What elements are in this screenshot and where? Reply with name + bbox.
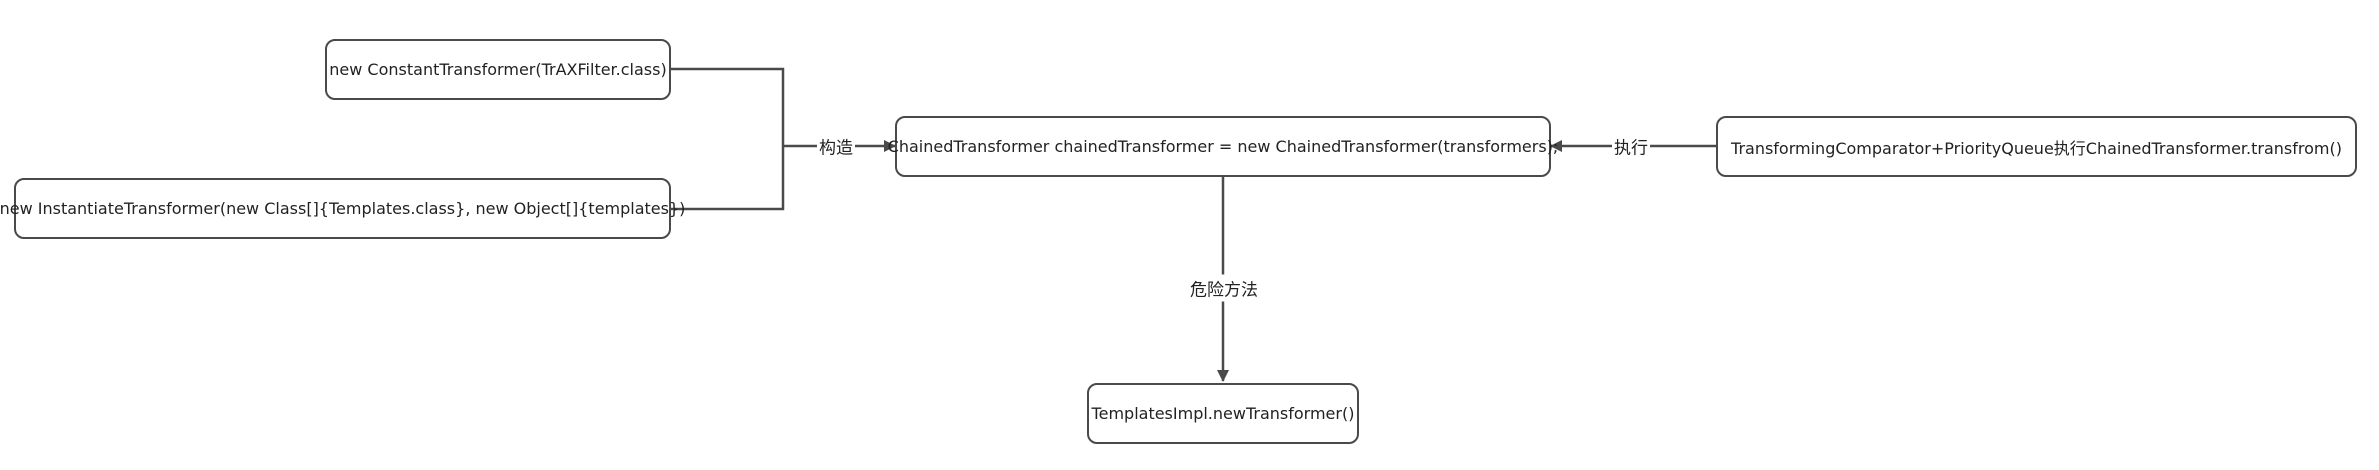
construct-label: 构造: [817, 132, 855, 160]
execute-label: 执行: [1612, 132, 1650, 160]
danger-method-label: 危险方法: [1188, 274, 1260, 302]
chained-transformer-node: ChainedTransformer chainedTransformer = …: [888, 116, 1558, 177]
transforming-comparator-node: TransformingComparator+PriorityQueue执行Ch…: [1716, 116, 2357, 177]
constant-transformer-node: new ConstantTransformer(TrAXFilter.class…: [325, 39, 671, 100]
templates-impl-node: TemplatesImpl.newTransformer(): [1087, 383, 1359, 444]
instantiate-transformer-node: new InstantiateTransformer(new Class[]{T…: [0, 178, 685, 239]
edge-instantiate-to-merge: [671, 146, 785, 211]
edge-constant-to-merge: [671, 67, 785, 146]
